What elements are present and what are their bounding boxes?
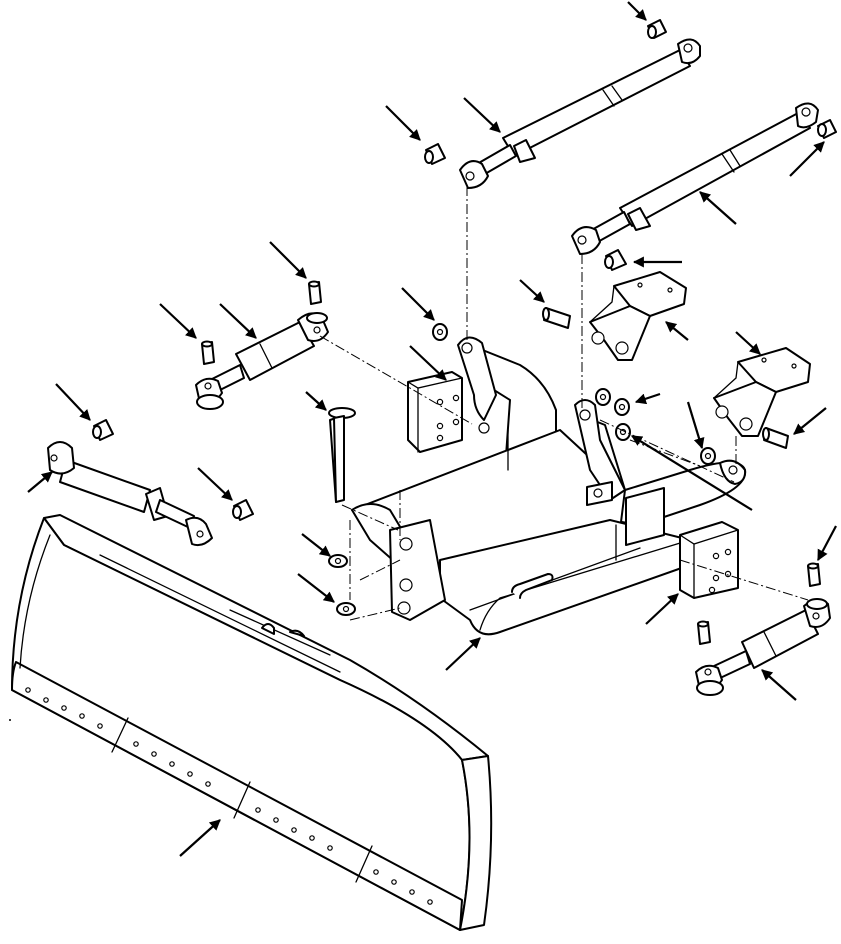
callout-arrow (401, 287, 435, 321)
left-mount-bracket (589, 271, 687, 361)
callout-arrow (385, 105, 421, 141)
callout-arrow (699, 191, 737, 225)
blade-bolt-holes (25, 687, 433, 905)
callout-arrow (179, 819, 221, 857)
callout-arrow (631, 435, 753, 511)
callout-arrow (409, 345, 447, 381)
right-angle-cylinder (695, 598, 831, 696)
callout-arrow (645, 593, 679, 625)
callout-arrow (634, 392, 661, 405)
callout-arrow (735, 331, 761, 355)
left-tilt-cylinder (195, 312, 329, 410)
blade (9, 514, 493, 931)
callout-arrow (665, 321, 689, 341)
callout-arrow (219, 303, 257, 339)
callout-arrow (519, 279, 545, 303)
callout-arrow (159, 303, 197, 339)
callout-arrow (301, 533, 331, 557)
callout-arrow (27, 471, 53, 493)
right-mount-bracket (713, 347, 811, 437)
pins (92, 19, 837, 645)
callout-arrow (686, 401, 705, 450)
pivot-bolt (328, 407, 356, 503)
left-lift-cylinder (459, 38, 701, 189)
assembly-guide-lines (319, 186, 809, 621)
callout-arrow (55, 383, 91, 421)
callout-arrow (789, 141, 825, 177)
left-angle-cylinder (47, 441, 213, 547)
callout-arrows (27, 1, 837, 857)
left-frame-plate (407, 371, 463, 453)
washers (328, 323, 716, 616)
callout-arrow (627, 1, 647, 21)
callout-arrow (793, 407, 827, 435)
callout-arrow (463, 97, 501, 133)
c-frame (351, 336, 747, 636)
callout-arrow (197, 467, 233, 501)
callout-arrow (305, 391, 327, 411)
callout-arrow (269, 241, 307, 279)
callout-arrow (445, 637, 481, 671)
right-frame-plate (679, 521, 739, 599)
callout-arrow (817, 525, 837, 561)
callout-arrow (761, 669, 797, 701)
callout-arrow (297, 573, 335, 603)
right-lift-cylinder (571, 102, 819, 255)
